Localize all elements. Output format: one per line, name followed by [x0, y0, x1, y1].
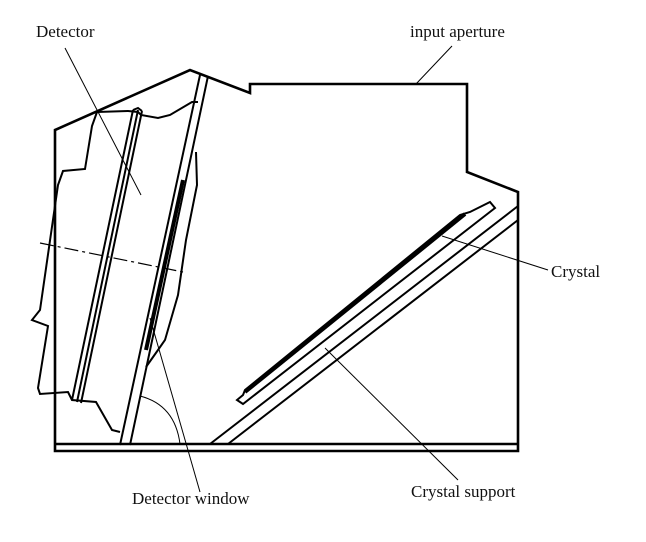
detector-window-left: [119, 74, 201, 446]
detector-body-outline: [96, 101, 198, 120]
detector-body-left: [30, 111, 121, 433]
leader-detector-window: [149, 317, 201, 493]
crystal-plate: [235, 200, 497, 406]
label-crystal: Crystal: [551, 262, 601, 281]
angle-arc: [139, 395, 181, 445]
detector-window-right: [129, 75, 209, 446]
detector-face-right: [145, 151, 199, 368]
crystal-support-lower: [227, 219, 519, 445]
label-input-aperture: input aperture: [410, 22, 505, 41]
leader-crystal-support: [324, 347, 459, 481]
detector-plate-1: [71, 109, 134, 401]
crystal-surface: [243, 212, 467, 394]
detector-plate-2: [76, 109, 139, 403]
label-detector: Detector: [36, 22, 95, 41]
detector-plate-top: [132, 106, 143, 112]
label-crystal-support: Crystal support: [411, 482, 516, 501]
housing-outline: [53, 68, 520, 453]
crystal-support-upper: [209, 205, 519, 445]
leader-detector: [64, 47, 142, 196]
leader-input-aperture: [415, 45, 453, 85]
label-detector-window: Detector window: [132, 489, 250, 508]
detector-plate-3: [80, 110, 143, 404]
detector-face-heavy: [144, 179, 185, 351]
leader-crystal: [441, 235, 549, 271]
